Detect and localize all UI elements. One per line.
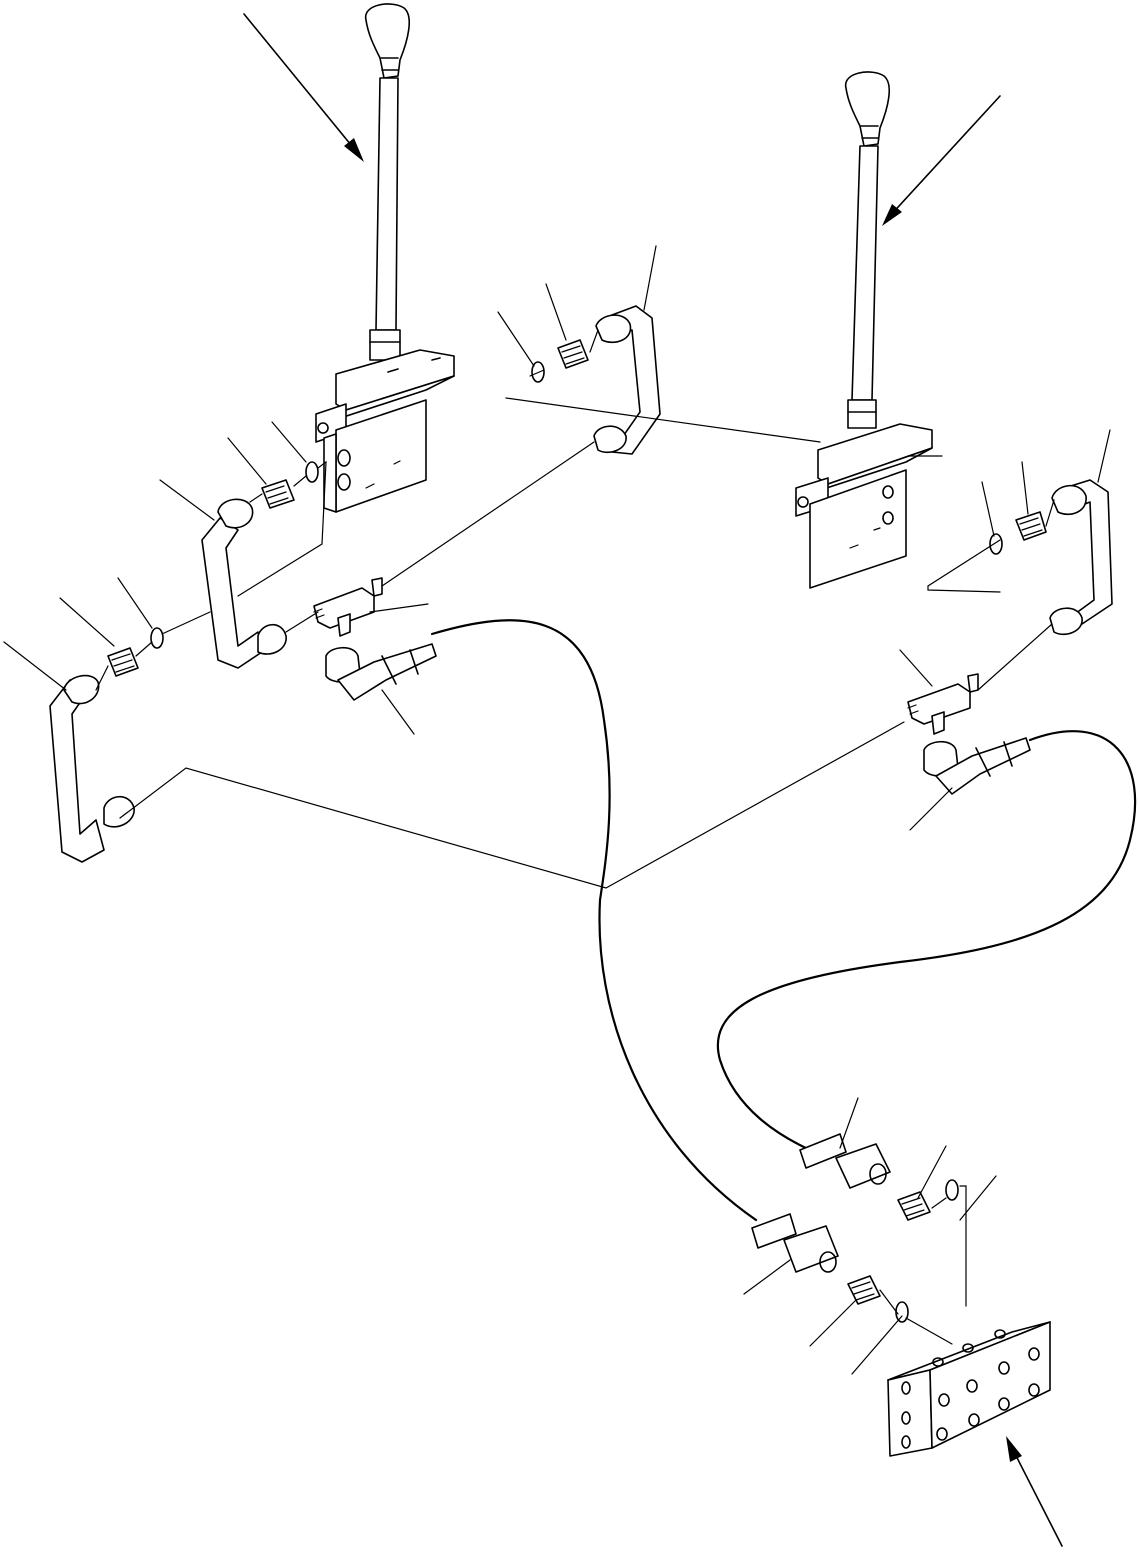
- leader-lines: [4, 14, 1110, 1546]
- hose-right: [718, 731, 1135, 1150]
- fitting-left-middle: [262, 462, 318, 508]
- hose-end-lower-right: [800, 1134, 890, 1188]
- right-control-valve: [796, 424, 932, 588]
- connection-lines: [96, 330, 1054, 1344]
- pipe-left-middle: [202, 499, 286, 668]
- fitting-lower-right: [898, 1180, 958, 1220]
- fitting-lower-left: [848, 1276, 908, 1322]
- left-control-valve: [316, 350, 454, 512]
- distributor-block: [888, 1322, 1050, 1456]
- pipe-left-outer: [50, 676, 134, 862]
- tee-fitting-right: [908, 674, 978, 734]
- right-control-lever: [846, 72, 890, 428]
- fitting-left-outer: [108, 628, 163, 676]
- hose-end-lower-left: [752, 1214, 838, 1272]
- hose-end-left: [326, 644, 436, 700]
- fitting-right: [990, 512, 1046, 554]
- left-control-lever: [366, 4, 410, 360]
- hose-left: [432, 620, 756, 1220]
- pipe-center-upper: [594, 306, 660, 454]
- hose-end-right: [924, 738, 1030, 794]
- fitting-center-upper: [532, 340, 588, 382]
- pipe-right: [1050, 480, 1112, 634]
- tee-fitting-left: [314, 578, 382, 636]
